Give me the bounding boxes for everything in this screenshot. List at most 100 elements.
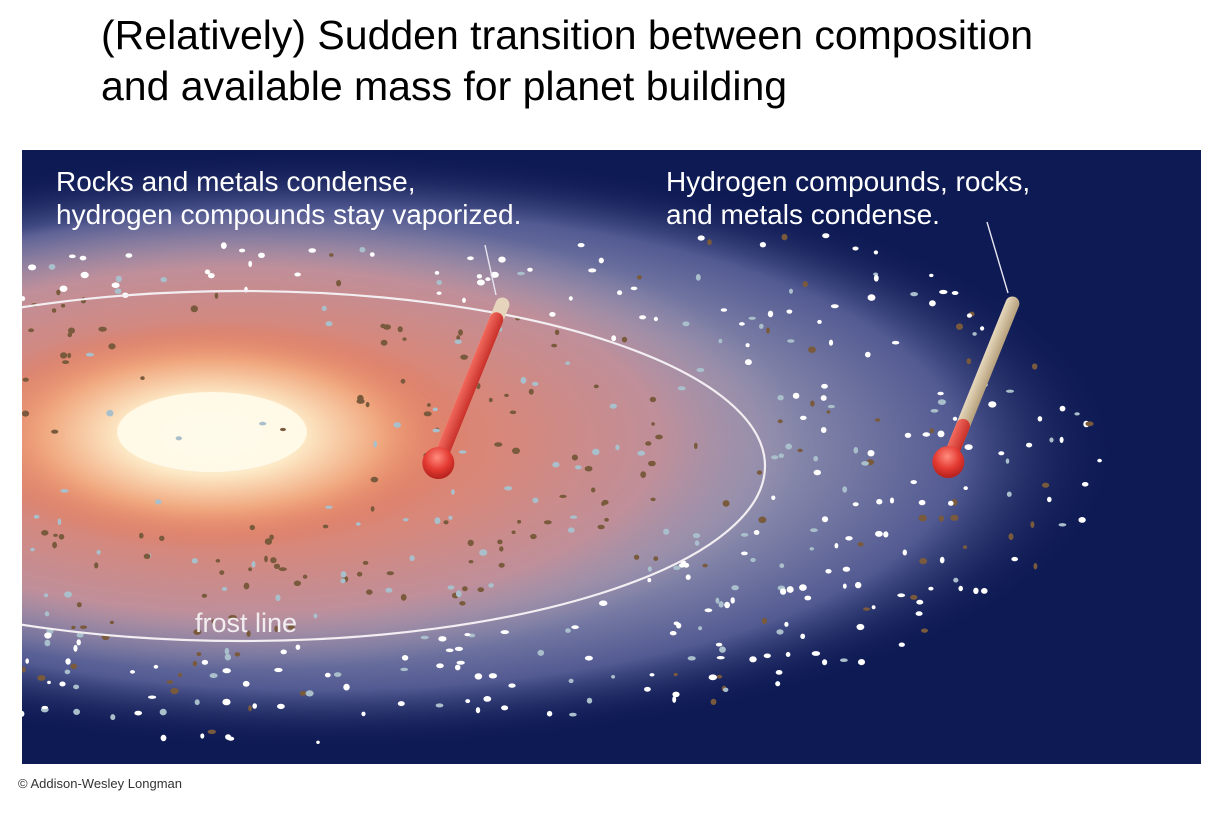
- dust-grain: [1059, 436, 1064, 443]
- dust-grain: [393, 422, 402, 428]
- dust-grain: [59, 285, 68, 292]
- dust-grain: [567, 527, 575, 533]
- dust-grain: [577, 243, 585, 248]
- dust-grain: [574, 465, 582, 470]
- outer-region-label: Hydrogen compounds, rocks, and metals co…: [666, 165, 1030, 231]
- dust-grain: [362, 560, 369, 565]
- dust-grain: [295, 644, 301, 650]
- dust-grain: [741, 551, 748, 556]
- dust-grain: [767, 310, 774, 318]
- dust-grain: [159, 535, 165, 541]
- dust-grain: [264, 555, 268, 563]
- dust-grain: [730, 597, 735, 604]
- dust-grain: [498, 256, 506, 263]
- dust-grain: [302, 574, 308, 579]
- dust-grain: [509, 410, 517, 415]
- dust-grain: [294, 272, 301, 277]
- outer-thermometer: [932, 296, 1020, 479]
- dust-grain: [695, 274, 701, 281]
- dust-grain: [891, 340, 900, 345]
- dust-grain: [821, 516, 829, 523]
- dust-grain: [385, 587, 393, 593]
- dust-grain: [916, 599, 924, 605]
- dust-grain: [343, 683, 350, 691]
- dust-grain: [559, 494, 567, 498]
- dust-grain: [73, 644, 78, 652]
- dust-grain: [918, 514, 927, 522]
- dust-grain: [532, 381, 539, 386]
- dust-grain: [511, 530, 516, 535]
- dust-grain: [475, 707, 481, 714]
- dust-grain: [456, 660, 465, 665]
- dust-grain: [436, 663, 444, 669]
- dust-grain: [640, 471, 647, 478]
- dust-grain: [454, 664, 461, 671]
- dust-grain: [43, 593, 49, 598]
- dust-grain: [647, 566, 653, 572]
- dust-grain: [61, 303, 66, 308]
- dust-grain: [76, 632, 84, 638]
- dust-grain: [1006, 491, 1012, 497]
- dust-grain: [370, 506, 375, 512]
- dust-grain: [308, 248, 317, 253]
- dust-grain: [672, 696, 677, 703]
- dust-grain: [204, 269, 211, 275]
- dust-grain: [274, 625, 279, 632]
- dust-grain: [370, 476, 379, 483]
- dust-grain: [611, 335, 617, 342]
- dust-grain: [373, 440, 378, 448]
- dust-grain: [855, 581, 862, 589]
- dust-grain: [313, 613, 318, 619]
- dust-grain: [293, 580, 301, 587]
- dust-grain: [517, 271, 525, 276]
- dust-grain: [64, 669, 71, 675]
- dust-grain: [456, 335, 461, 341]
- dust-grain: [1005, 458, 1010, 464]
- dust-grain: [96, 549, 101, 555]
- dust-grain: [498, 562, 505, 568]
- dust-grain: [476, 279, 485, 286]
- dust-grain: [633, 554, 640, 560]
- dust-grain: [702, 563, 708, 568]
- dust-grain: [552, 461, 560, 468]
- dust-grain: [22, 296, 26, 302]
- dust-grain: [677, 386, 686, 391]
- dust-grain: [650, 497, 656, 502]
- dust-grain: [512, 447, 520, 454]
- dust-grain: [716, 656, 725, 660]
- dust-grain: [1033, 563, 1038, 570]
- dust-grain: [80, 271, 89, 279]
- solar-nebula-figure: Rocks and metals condense, hydrogen comp…: [22, 150, 1201, 764]
- dust-grain: [196, 652, 202, 657]
- dust-grain: [865, 351, 871, 358]
- dust-grain: [215, 559, 221, 563]
- dust-grain: [1081, 482, 1089, 487]
- dust-grain: [222, 668, 231, 674]
- dust-grain: [60, 352, 68, 359]
- dust-grain: [777, 395, 784, 401]
- dust-grain: [166, 680, 174, 684]
- dust-grain: [938, 515, 944, 522]
- dust-grain: [692, 533, 701, 539]
- dust-grain: [669, 631, 677, 636]
- dust-grain: [130, 670, 135, 674]
- dust-grain: [852, 246, 859, 251]
- dust-grain: [777, 419, 783, 424]
- dust-grain: [220, 242, 227, 249]
- dust-grain: [67, 352, 72, 359]
- dust-grain: [802, 281, 808, 288]
- dust-grain: [459, 601, 466, 606]
- dust-grain: [761, 617, 768, 625]
- dust-grain: [355, 522, 361, 526]
- dust-grain: [750, 557, 756, 563]
- dust-grain: [224, 647, 230, 655]
- dust-grain: [109, 620, 114, 625]
- dust-grain: [822, 659, 828, 666]
- dust-grain: [808, 346, 816, 353]
- dust-grain: [451, 489, 455, 495]
- dust-grain: [858, 659, 865, 666]
- dust-grain: [861, 461, 869, 466]
- dust-grain: [813, 455, 819, 462]
- dust-grain: [910, 594, 918, 600]
- dust-grain: [44, 632, 52, 639]
